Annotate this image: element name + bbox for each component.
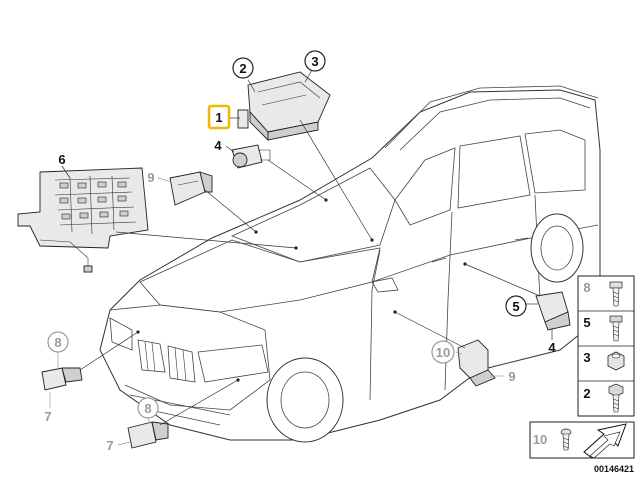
occupancy-mat — [17, 167, 149, 273]
callout-7-bottom[interactable]: 7 — [106, 438, 113, 453]
bottom-legend: 10 — [529, 421, 635, 459]
callout-8-left[interactable]: 8 — [54, 335, 61, 350]
car-illustration — [99, 85, 601, 443]
callout-2-ring — [232, 57, 254, 79]
legend-row-3[interactable]: 3 — [583, 350, 590, 365]
sensor-part-10 — [457, 339, 496, 387]
callout-9-top[interactable]: 9 — [147, 170, 154, 185]
callout-2[interactable]: 2 — [239, 61, 246, 76]
callout-3-ring — [304, 50, 326, 72]
screw-icon — [609, 281, 623, 307]
fastener-legend: 8 5 3 2 — [577, 275, 635, 417]
sensor-part-7-left — [41, 367, 83, 391]
callout-10[interactable]: 10 — [436, 345, 450, 360]
nut-icon — [607, 351, 625, 371]
legend-row-8[interactable]: 8 — [583, 280, 590, 295]
callout-8-bottom-ring — [137, 397, 159, 419]
callout-7-left[interactable]: 7 — [44, 409, 51, 424]
callout-8-bottom[interactable]: 8 — [144, 401, 151, 416]
sensor-part-4-top — [231, 144, 271, 169]
sensor-part-7-bottom — [127, 421, 169, 449]
legend-row-5[interactable]: 5 — [583, 315, 590, 330]
callout-3[interactable]: 3 — [311, 54, 318, 69]
callout-8-left-ring — [47, 331, 69, 353]
legend-row-10[interactable]: 10 — [533, 432, 547, 447]
sensor-part-5-right — [535, 291, 571, 331]
callout-10-ring — [431, 340, 455, 364]
callout-9-right[interactable]: 9 — [508, 369, 515, 384]
callout-1-highlight[interactable] — [207, 104, 231, 130]
small-screw-icon — [560, 428, 572, 451]
bolt-icon — [609, 315, 623, 342]
legend-row-2[interactable]: 2 — [583, 386, 590, 401]
callout-4-top[interactable]: 4 — [214, 138, 222, 153]
callout-5-ring — [505, 295, 527, 317]
callout-1[interactable]: 1 — [215, 110, 222, 125]
diagram-id-code: 00146421 — [594, 464, 634, 474]
callout-5[interactable]: 5 — [512, 299, 519, 314]
arrow-icon — [583, 423, 627, 459]
callout-6[interactable]: 6 — [58, 152, 65, 167]
airbag-control-unit — [237, 71, 331, 142]
callout-4-right[interactable]: 4 — [548, 340, 556, 355]
hex-bolt-icon — [608, 383, 624, 413]
sensor-part-9-top — [169, 171, 213, 206]
